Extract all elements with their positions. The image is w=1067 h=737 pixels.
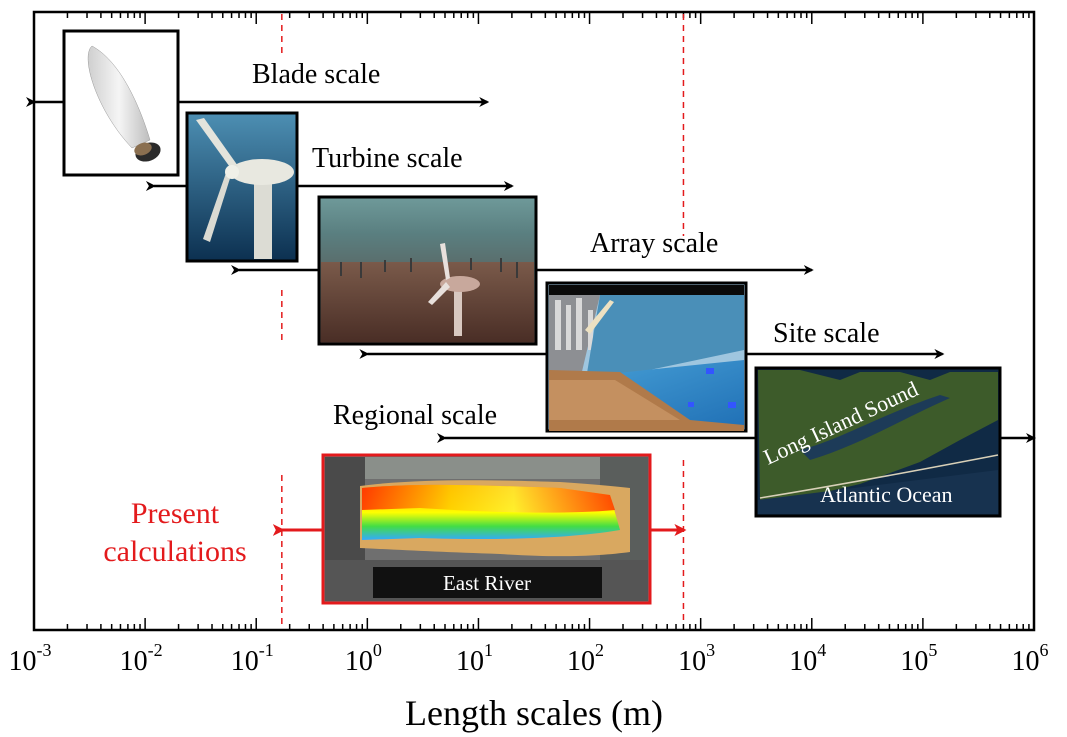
x-tick-label: 104 (789, 640, 826, 677)
x-tick-exponent: -2 (148, 640, 163, 660)
x-tick-label: 101 (456, 640, 493, 677)
east-river-caption: East River (443, 571, 531, 595)
array-scale-label: Array scale (590, 228, 718, 259)
east-river-image: East River (321, 453, 652, 605)
x-tick-exponent: 3 (706, 640, 715, 660)
map-label-ocean: Atlantic Ocean (820, 482, 953, 507)
x-tick-label: 105 (900, 640, 937, 677)
array-image (317, 195, 538, 346)
x-tick-exponent: -3 (37, 640, 52, 660)
reference-lines (281, 14, 685, 625)
present-label-line2: calculations (103, 535, 246, 568)
x-tick-label: 100 (345, 640, 382, 677)
x-axis-ticks (33, 12, 1035, 630)
x-tick-label: 10-3 (9, 640, 52, 677)
x-tick-exponent: 0 (373, 640, 382, 660)
regional-image: Long Island Sound Atlantic Ocean (754, 366, 1002, 518)
turbine-image (185, 111, 299, 263)
turbine-scale-label: Turbine scale (312, 143, 463, 174)
site-image (545, 281, 748, 433)
x-tick-exponent: 6 (1040, 640, 1049, 660)
plot-frame (32, 10, 1036, 632)
x-tick-label: 10-2 (120, 640, 163, 677)
x-tick-exponent: 1 (484, 640, 493, 660)
site-scale-label: Site scale (773, 318, 880, 349)
x-tick-exponent: 5 (928, 640, 937, 660)
x-tick-exponent: -1 (259, 640, 274, 660)
x-tick-label: 102 (567, 640, 604, 677)
blade-image (62, 29, 180, 177)
x-tick-exponent: 4 (817, 640, 826, 660)
x-tick-label: 106 (1012, 640, 1049, 677)
blade-scale-label: Blade scale (252, 59, 380, 90)
x-tick-label: 10-1 (231, 640, 274, 677)
x-tick-exponent: 2 (595, 640, 604, 660)
regional-scale-label: Regional scale (333, 400, 497, 431)
x-tick-label: 103 (678, 640, 715, 677)
x-axis-label: Length scales (m) (405, 693, 663, 733)
present-label-line1: Present (131, 497, 220, 530)
